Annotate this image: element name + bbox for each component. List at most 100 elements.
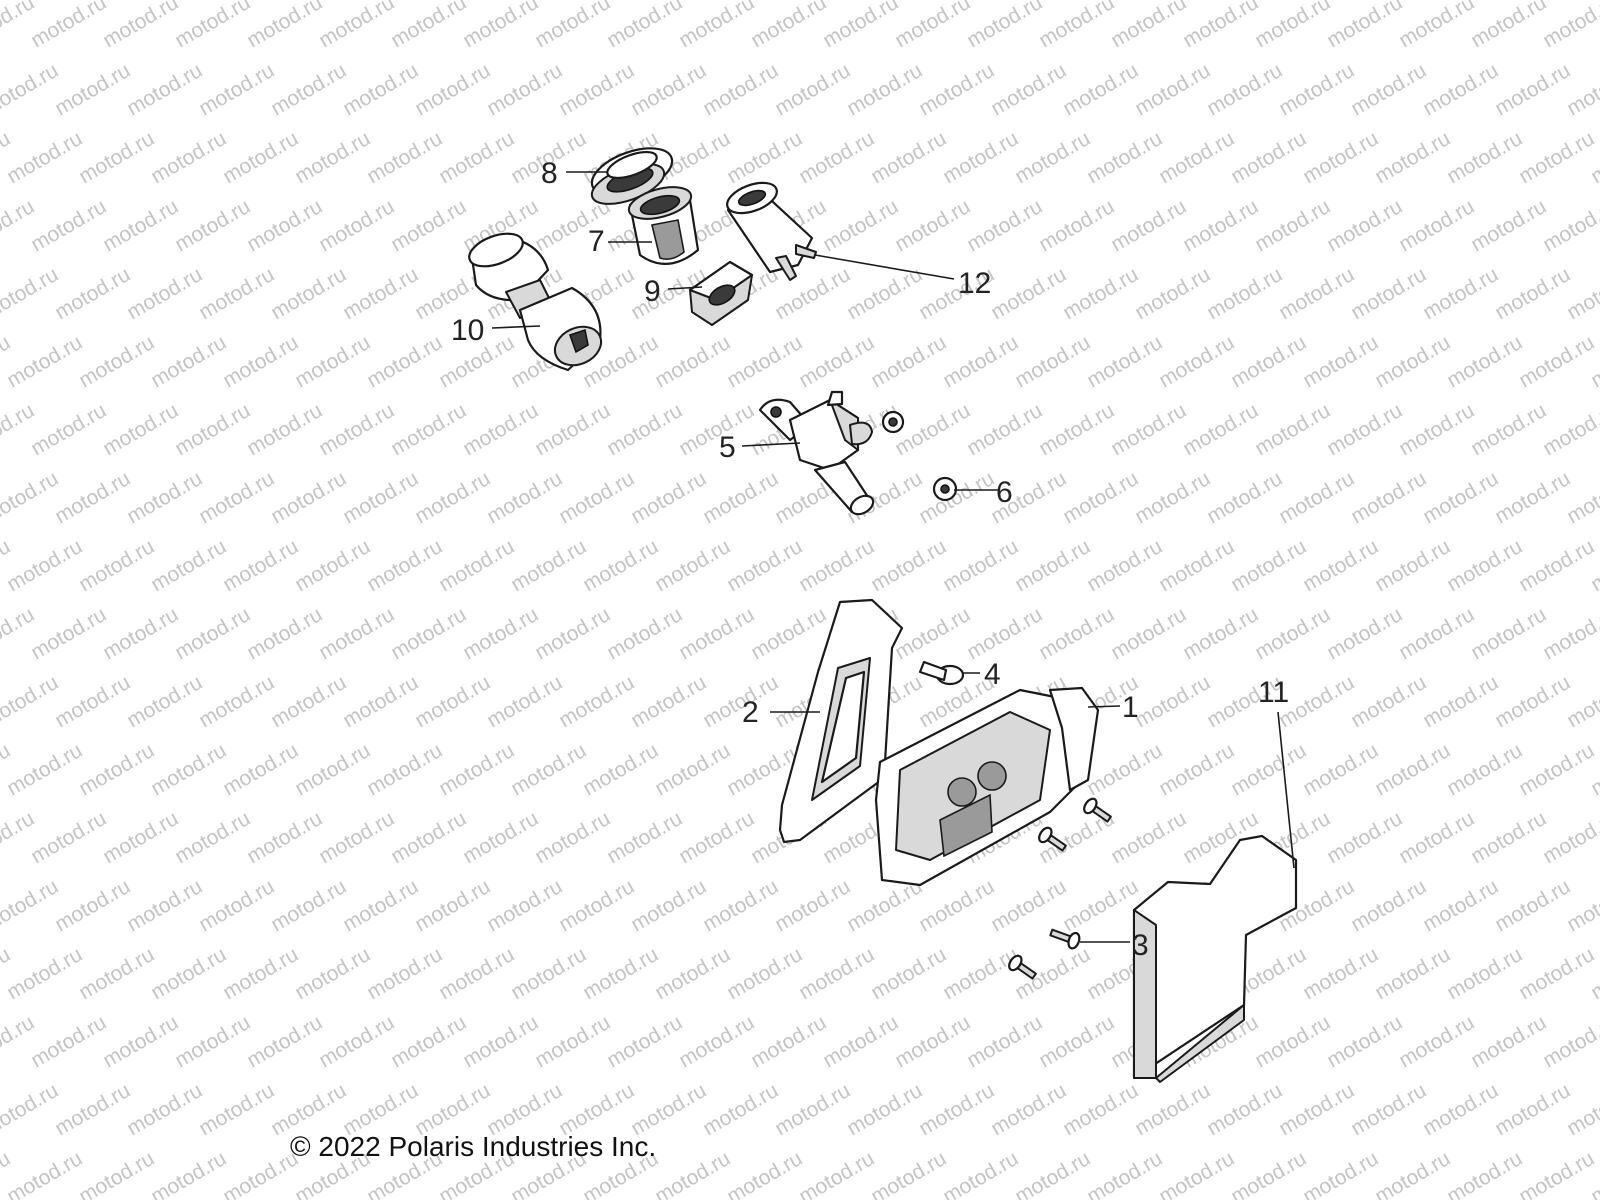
watermark-text: motod.ru (1395, 195, 1478, 256)
watermark-text: motod.ru (363, 331, 446, 392)
watermark-text: motod.ru (1467, 0, 1550, 52)
watermark-text: motod.ru (1107, 195, 1190, 256)
watermark-text: motod.ru (1299, 127, 1382, 188)
watermark-text: motod.ru (531, 807, 614, 868)
watermark-text: motod.ru (819, 195, 902, 256)
watermark-text: motod.ru (771, 59, 854, 120)
watermark-text: motod.ru (579, 739, 662, 800)
watermark-text: motod.ru (963, 603, 1046, 664)
watermark-text: motod.ru (0, 1079, 62, 1140)
part-9-hex-nut (688, 260, 754, 326)
callout-1: 1 (1122, 691, 1139, 724)
watermark-text: motod.ru (51, 1079, 134, 1140)
watermark-text: motod.ru (171, 399, 254, 460)
callout-6: 6 (996, 476, 1013, 509)
watermark-text: motod.ru (1059, 1079, 1142, 1140)
watermark-text: motod.ru (123, 875, 206, 936)
watermark-text: motod.ru (675, 0, 758, 52)
watermark-text: motod.ru (459, 1011, 542, 1072)
watermark-text: motod.ru (1323, 807, 1406, 868)
watermark-text: motod.ru (1275, 263, 1358, 324)
part-11-cover (1132, 834, 1298, 1083)
watermark-text: motod.ru (1299, 1147, 1382, 1200)
watermark-text: motod.ru (603, 807, 686, 868)
watermark-text: motod.ru (867, 535, 950, 596)
watermark-text: motod.ru (1467, 603, 1550, 664)
watermark-text: motod.ru (723, 943, 806, 1004)
watermark-text: motod.ru (1419, 263, 1502, 324)
watermark-text: motod.ru (459, 603, 542, 664)
watermark-text: motod.ru (339, 467, 422, 528)
watermark-text: motod.ru (747, 603, 830, 664)
watermark-text: motod.ru (891, 0, 974, 52)
watermark-text: motod.ru (1203, 467, 1286, 528)
watermark-text: motod.ru (3, 127, 86, 188)
watermark-text: motod.ru (1299, 943, 1382, 1004)
watermark-text: motod.ru (243, 807, 326, 868)
watermark-text: motod.ru (795, 331, 878, 392)
watermark-text: motod.ru (1539, 399, 1600, 460)
part-12-socket (726, 181, 817, 281)
watermark-text: motod.ru (1299, 739, 1382, 800)
watermark-text: motod.ru (915, 467, 998, 528)
watermark-text: motod.ru (771, 263, 854, 324)
watermark-text: motod.ru (963, 1011, 1046, 1072)
watermark-text: motod.ru (867, 127, 950, 188)
watermark-text: motod.ru (507, 739, 590, 800)
watermark-text: motod.ru (99, 603, 182, 664)
watermark-text: motod.ru (75, 331, 158, 392)
callout-8: 8 (541, 157, 558, 190)
watermark-text: motod.ru (867, 943, 950, 1004)
watermark-text: motod.ru (219, 127, 302, 188)
watermark-text: motod.ru (651, 535, 734, 596)
watermark-text: motod.ru (1419, 1079, 1502, 1140)
watermark-text: motod.ru (387, 807, 470, 868)
watermark-text: motod.ru (795, 127, 878, 188)
watermark-text: motod.ru (1179, 0, 1262, 52)
watermark-text: motod.ru (1491, 671, 1574, 732)
watermark-text: motod.ru (387, 1011, 470, 1072)
watermark-text: motod.ru (195, 263, 278, 324)
watermark-text: motod.ru (243, 603, 326, 664)
watermark-text: motod.ru (1083, 1147, 1166, 1200)
watermark-text: motod.ru (27, 807, 110, 868)
watermark-text: motod.ru (147, 1147, 230, 1200)
watermark-text: motod.ru (147, 943, 230, 1004)
watermark-text: motod.ru (27, 195, 110, 256)
watermark-text: motod.ru (51, 263, 134, 324)
callout-5: 5 (719, 431, 736, 464)
watermark-text: motod.ru (1059, 467, 1142, 528)
watermark-text: motod.ru (675, 399, 758, 460)
watermark-text: motod.ru (3, 739, 86, 800)
watermark-text: motod.ru (1515, 1147, 1598, 1200)
part-3-screws (1008, 797, 1112, 980)
watermark-text: motod.ru (3, 1147, 86, 1200)
watermark-text: motod.ru (1539, 195, 1600, 256)
watermark-text: motod.ru (507, 943, 590, 1004)
watermark-text: motod.ru (675, 807, 758, 868)
watermark-text: motod.ru (147, 535, 230, 596)
watermark-text: motod.ru (267, 875, 350, 936)
watermark-text: motod.ru (1563, 875, 1600, 936)
watermark-text: motod.ru (435, 127, 518, 188)
watermark-text: motod.ru (1515, 739, 1598, 800)
watermark-text: motod.ru (435, 943, 518, 1004)
watermark-text: motod.ru (867, 331, 950, 392)
watermark-text: motod.ru (603, 399, 686, 460)
watermark-text: motod.ru (1179, 399, 1262, 460)
watermark-text: motod.ru (1443, 535, 1526, 596)
watermark-text: motod.ru (195, 467, 278, 528)
watermark-text: motod.ru (219, 943, 302, 1004)
part-8-ring-nut (590, 147, 674, 205)
watermark-text: motod.ru (1563, 263, 1600, 324)
watermark-text: motod.ru (1371, 1147, 1454, 1200)
watermark-text: motod.ru (1299, 535, 1382, 596)
watermark-text: motod.ru (1035, 399, 1118, 460)
watermark-text: motod.ru (891, 399, 974, 460)
watermark-text: motod.ru (1395, 0, 1478, 52)
watermark-text: motod.ru (1467, 807, 1550, 868)
watermark-text: motod.ru (315, 195, 398, 256)
watermark-text: motod.ru (915, 59, 998, 120)
watermark-text: motod.ru (1323, 399, 1406, 460)
